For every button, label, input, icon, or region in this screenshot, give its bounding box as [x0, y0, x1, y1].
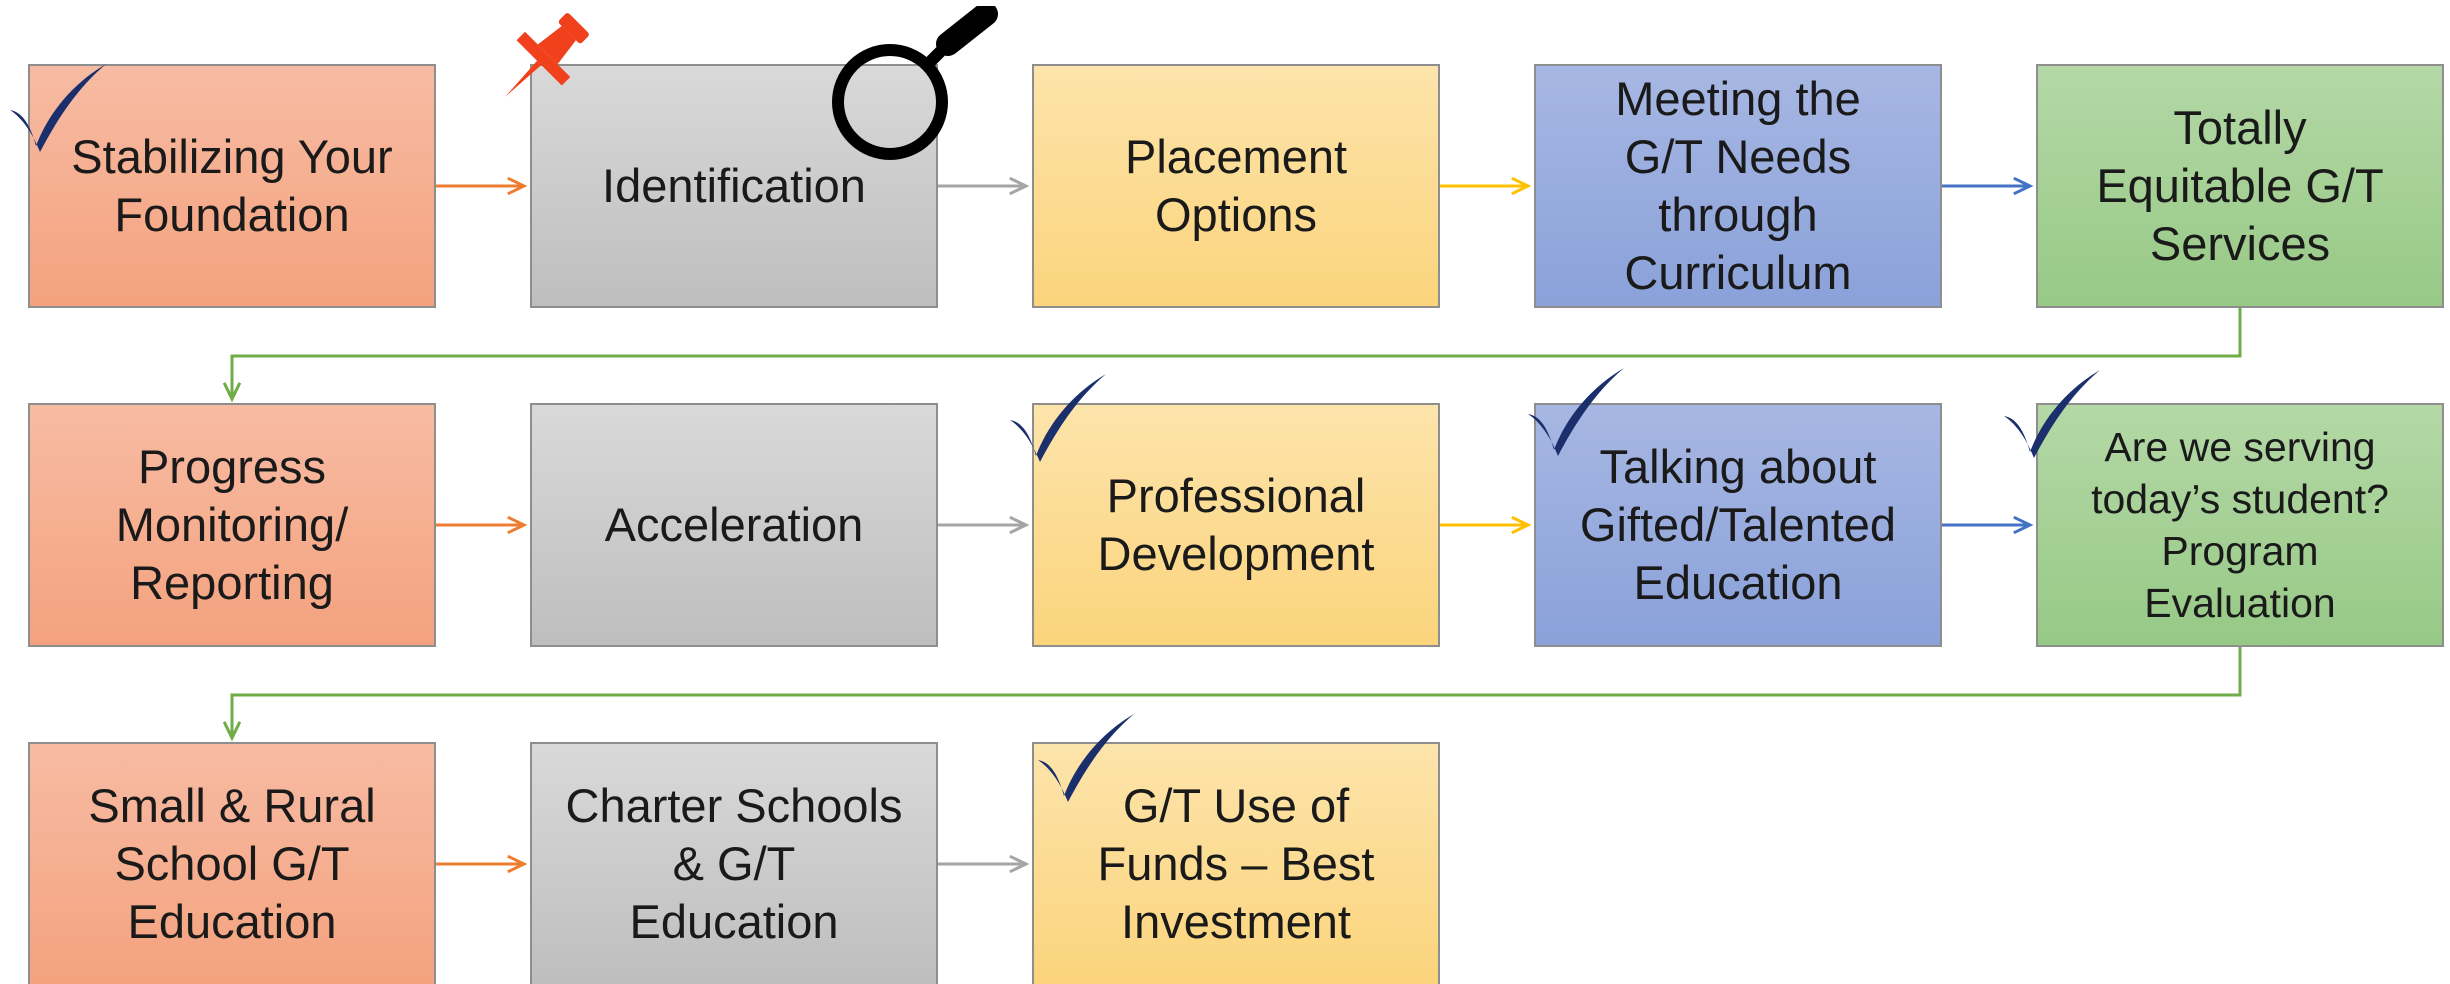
- step-label: Placement Options: [1124, 130, 1348, 241]
- step-small-rural: Small & Rural School G/T Education: [28, 742, 436, 984]
- step-label: G/T Use of Funds – Best Investment: [1097, 779, 1375, 948]
- step-acceleration: Acceleration: [530, 403, 938, 647]
- step-equitable-services: Totally Equitable G/T Services: [2036, 64, 2444, 308]
- step-label: Charter Schools & G/T Education: [565, 779, 903, 948]
- step-label: Talking about Gifted/Talented Education: [1579, 440, 1897, 609]
- step-professional-development: Professional Development: [1032, 403, 1440, 647]
- flow-arrow-head: [2013, 176, 2034, 196]
- check-icon: [1038, 714, 1134, 802]
- wrap-arrow: [230, 647, 2242, 738]
- step-program-evaluation: Are we serving today’s student? Program …: [2036, 403, 2444, 647]
- flow-arrow-head: [507, 854, 528, 874]
- wrap-arrow-head: [222, 382, 242, 403]
- step-curriculum: Meeting the G/T Needs through Curriculum: [1534, 64, 1942, 308]
- flow-arrow-head: [1009, 515, 1030, 535]
- check-icon: [2004, 370, 2100, 458]
- step-charter-schools: Charter Schools & G/T Education: [530, 742, 938, 984]
- flow-arrow-head: [1009, 854, 1030, 874]
- step-label: Progress Monitoring/ Reporting: [115, 440, 349, 609]
- step-label: Acceleration: [604, 498, 864, 551]
- step-label: Professional Development: [1097, 469, 1375, 580]
- step-label: Meeting the G/T Needs through Curriculum: [1615, 72, 1861, 299]
- step-label: Identification: [602, 159, 866, 212]
- step-use-of-funds: G/T Use of Funds – Best Investment: [1032, 742, 1440, 984]
- flow-arrow-head: [2013, 515, 2034, 535]
- step-stabilizing-foundation: Stabilizing Your Foundation: [28, 64, 436, 308]
- wrap-arrow-head: [222, 721, 242, 742]
- step-talking-gifted: Talking about Gifted/Talented Education: [1534, 403, 1942, 647]
- magnifier-icon: [832, 6, 998, 160]
- wrap-arrow: [230, 308, 2242, 399]
- step-identification: Identification: [530, 64, 938, 308]
- flow-arrow-head: [507, 515, 528, 535]
- step-label: Totally Equitable G/T Services: [2096, 101, 2384, 270]
- step-label: Small & Rural School G/T Education: [88, 779, 376, 948]
- step-progress-monitoring: Progress Monitoring/ Reporting: [28, 403, 436, 647]
- step-label: Are we serving today’s student? Program …: [2091, 424, 2389, 626]
- check-icon: [1010, 374, 1106, 462]
- step-label: Stabilizing Your Foundation: [71, 130, 393, 241]
- pushpin-icon: [505, 13, 589, 97]
- flow-arrow-head: [1009, 176, 1030, 196]
- check-icon: [1528, 368, 1624, 456]
- flow-arrow-head: [507, 176, 528, 196]
- flow-arrow-head: [1511, 515, 1532, 535]
- check-icon: [10, 64, 106, 152]
- step-placement-options: Placement Options: [1032, 64, 1440, 308]
- flow-arrow-head: [1511, 176, 1532, 196]
